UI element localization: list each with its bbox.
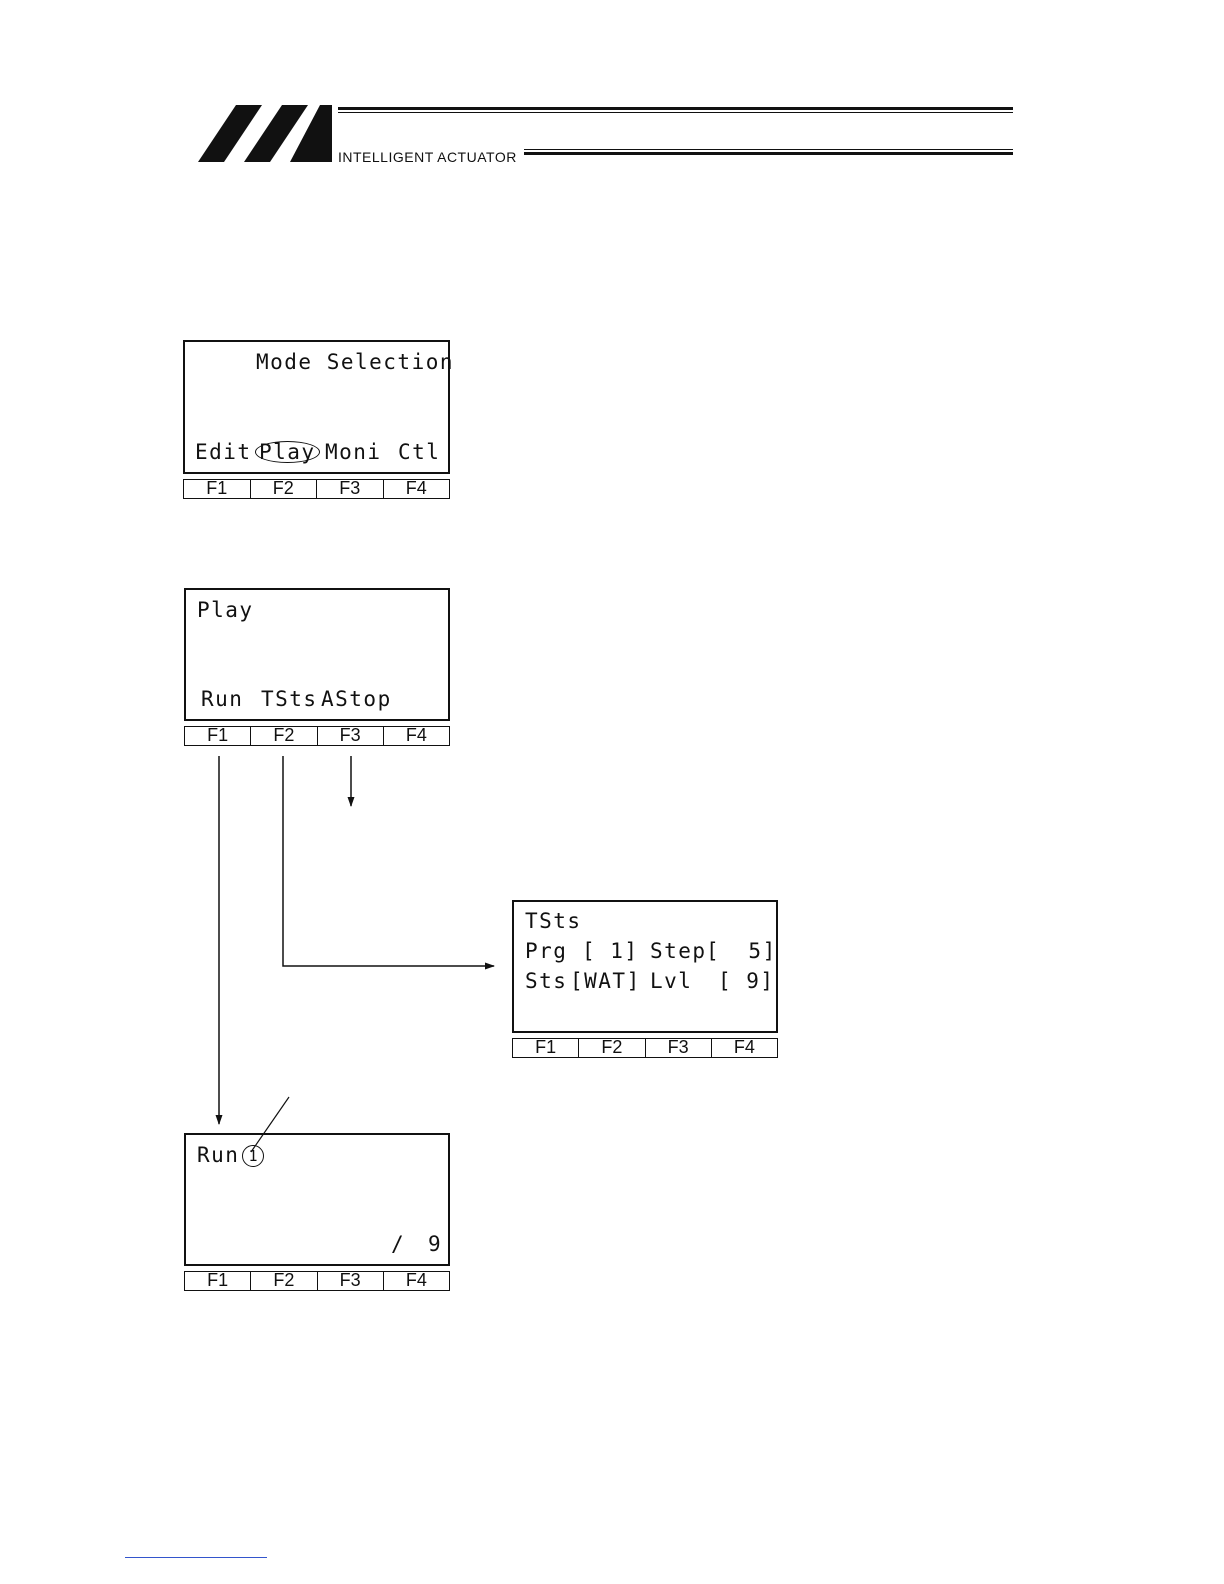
leader-line bbox=[251, 1097, 289, 1152]
footer-underline bbox=[125, 1557, 267, 1558]
arrow-f2-to-tsts bbox=[283, 756, 494, 966]
